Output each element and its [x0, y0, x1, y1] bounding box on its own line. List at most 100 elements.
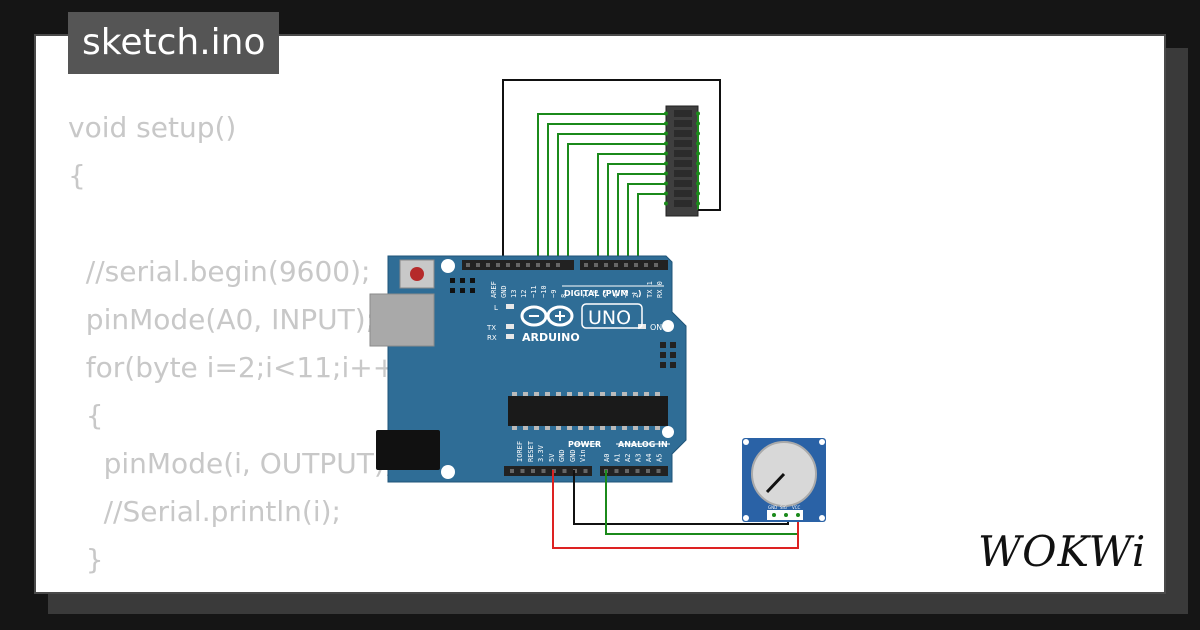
led-bar-graph[interactable] [664, 105, 703, 217]
signal-wires [537, 113, 666, 266]
chip-pin [633, 426, 638, 430]
arduino-logo-icon [520, 305, 574, 327]
chip-pin [567, 426, 572, 430]
chip-pin [534, 392, 539, 396]
header-pin [614, 469, 619, 473]
chip-pin [589, 426, 594, 430]
usb-connector [369, 293, 435, 347]
top-pin-label: 7 [582, 294, 590, 298]
analog-pin-label: A2 [624, 454, 632, 462]
mounting-hole [662, 426, 674, 438]
signal-wire [617, 173, 666, 266]
signal-wire [627, 183, 666, 266]
signal-wire [607, 163, 666, 266]
ground-wire-bargraph [502, 79, 721, 266]
chip-pin [534, 426, 539, 430]
bar-segment [674, 130, 692, 137]
top-pin-label: ~5 [602, 290, 610, 298]
analog-header-label: ANALOG IN [618, 440, 668, 449]
power-pin-label: RESET [527, 440, 535, 462]
power-pin-label: GND [569, 449, 577, 462]
chip-pin [545, 426, 550, 430]
potentiometer[interactable]: GND SIG VCC [742, 438, 826, 522]
chip-pin [600, 426, 605, 430]
header-pin [486, 263, 490, 267]
code-line: for(byte i=2;i<11;i++) [68, 351, 408, 384]
power-header [504, 466, 592, 476]
chip-pin [545, 392, 550, 396]
header-pin [556, 263, 560, 267]
pot-pin-vcc: VCC [792, 505, 801, 510]
header-pin [583, 469, 588, 473]
bar-pin [664, 201, 668, 206]
chip-pin [523, 392, 528, 396]
header-pin [594, 263, 598, 267]
file-tab[interactable]: sketch.ino [68, 12, 280, 74]
analog-pin-label: A0 [603, 454, 611, 462]
signal-wire [597, 153, 666, 266]
bar-segment [674, 150, 692, 157]
top-pin-label: 13 [510, 290, 518, 298]
header-pin [541, 469, 546, 473]
analog-pin-label: A3 [635, 454, 643, 462]
chip-pin [578, 426, 583, 430]
bar-segment [674, 190, 692, 197]
chip-pin [622, 392, 627, 396]
led-tx-label: TX [486, 324, 496, 332]
code-line: { [68, 399, 104, 432]
header-pin [546, 263, 550, 267]
chip-pin [611, 392, 616, 396]
header-pin [634, 263, 638, 267]
reset-button[interactable] [399, 259, 435, 289]
chip-pin [655, 426, 660, 430]
mounting-hole [662, 320, 674, 332]
code-line: //Serial.println(i); [68, 495, 341, 528]
top-pin-label: 4 [612, 294, 620, 298]
header-pin [584, 263, 588, 267]
header-pin [531, 469, 535, 473]
digital-header-label: DIGITAL (PWM ~) [564, 289, 642, 298]
header-pin [516, 263, 520, 267]
mounting-hole [441, 259, 455, 273]
mounting-hole [441, 465, 455, 479]
pot-pin-sig: SIG [780, 505, 787, 510]
top-pin-label: ~11 [530, 285, 538, 298]
top-pin-label: GND [500, 285, 508, 298]
header-pin [526, 263, 530, 267]
led-l-indicator [506, 304, 514, 309]
analog-pin-label: A1 [614, 454, 622, 462]
code-line: pinMode(i, OUTPUT); [68, 447, 395, 480]
header-pin [654, 263, 658, 267]
top-pin-label: ~6 [592, 290, 600, 298]
header-pin [510, 469, 514, 473]
top-pin-label: 2 [632, 294, 640, 298]
led-tx-indicator [506, 324, 514, 329]
power-jack [376, 430, 440, 470]
signal-wire [637, 193, 666, 266]
analog-header [600, 466, 668, 476]
code-line: //serial.begin(9600); [68, 255, 371, 288]
signal-wire [567, 143, 666, 266]
led-on-label: ON [650, 323, 662, 332]
bar-segment [674, 110, 692, 117]
code-editor: void setup() { //serial.begin(9600); pin… [68, 104, 407, 584]
power-pin-label: IOREF [516, 441, 524, 462]
led-rx-indicator [506, 334, 514, 339]
header-pin [520, 469, 525, 473]
chip-pin [633, 392, 638, 396]
power-wire-5v [552, 470, 799, 549]
chip-pin [611, 426, 616, 430]
signal-wire [557, 133, 666, 266]
header-pin [624, 263, 628, 267]
chip-pin [589, 392, 594, 396]
top-pin-label: ~3 [622, 290, 630, 298]
header-pin [656, 469, 661, 473]
led-l-label: L [494, 304, 498, 312]
code-line: pinMode(A0, INPUT); [68, 303, 376, 336]
header-pin [635, 469, 640, 473]
chip-pin [512, 426, 517, 430]
file-tab-label: sketch.ino [82, 22, 266, 63]
bar-segment [674, 200, 692, 207]
header-pin [476, 263, 480, 267]
